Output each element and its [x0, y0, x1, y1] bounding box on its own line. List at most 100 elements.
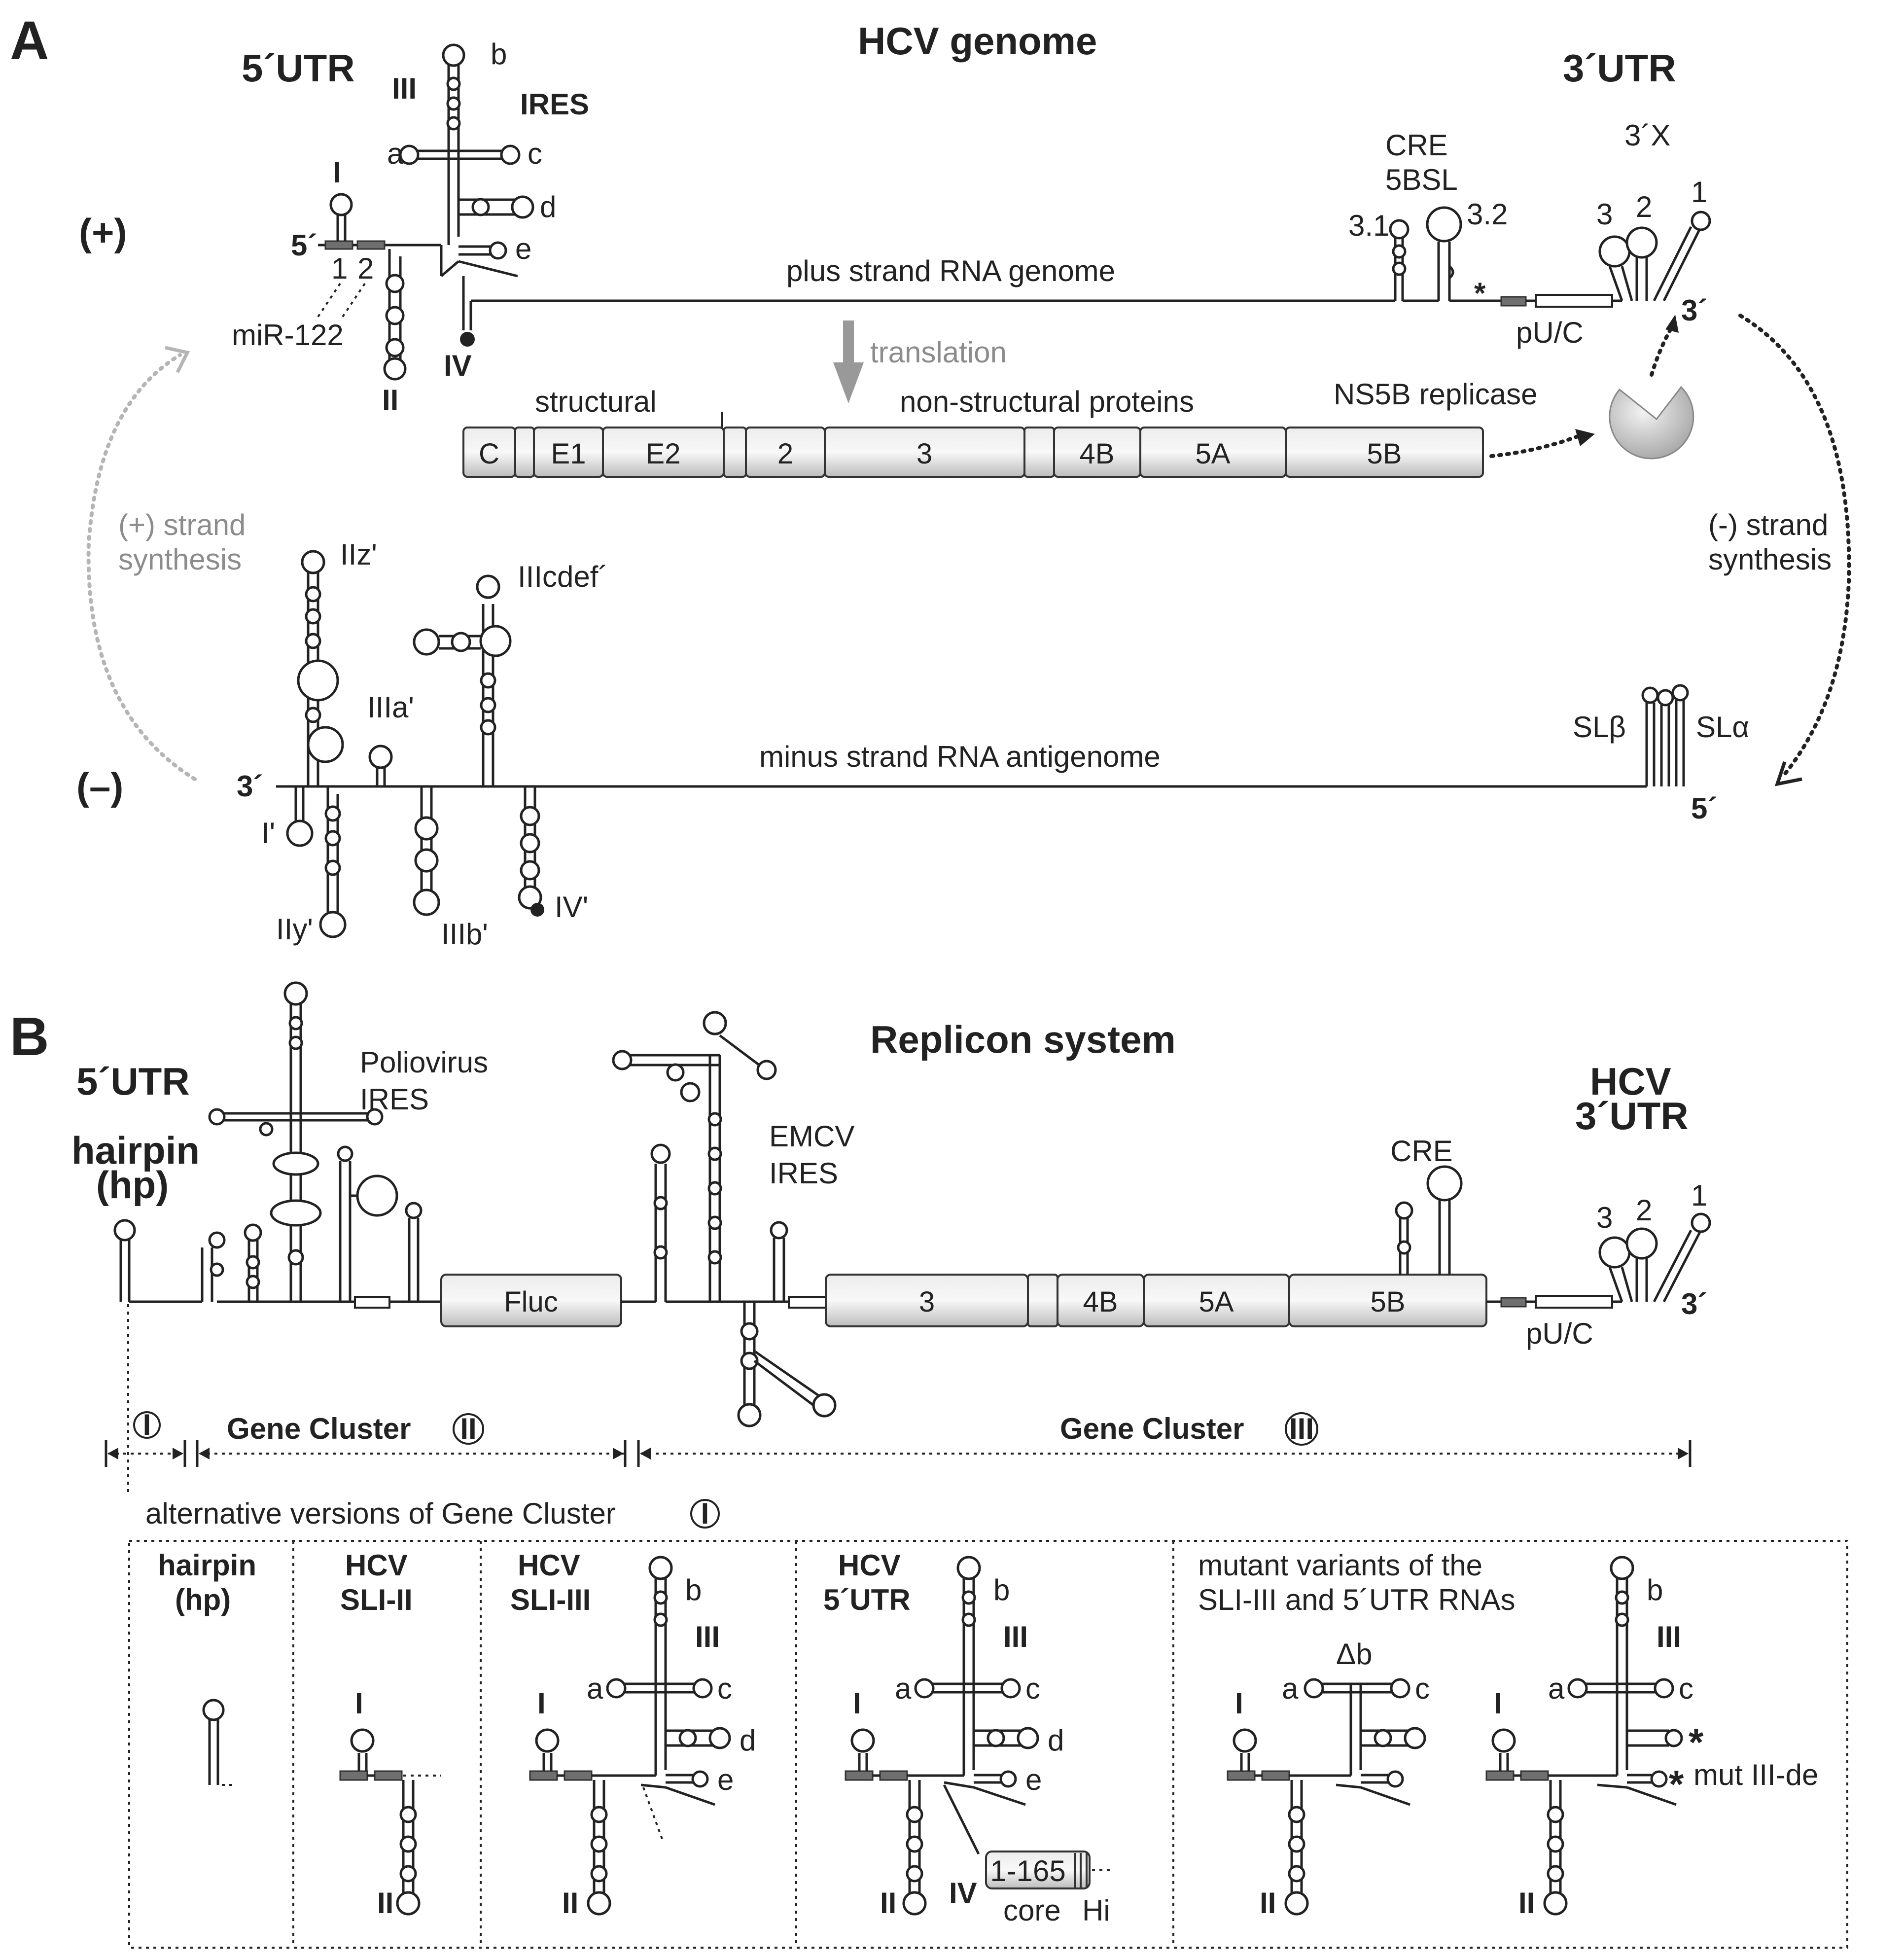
3x-sl1 — [1691, 211, 1711, 231]
b-hcv-label: HCV — [1590, 1060, 1671, 1103]
box-hp-line2: (hp) — [175, 1583, 231, 1616]
cluster-II-label: Gene Cluster — [227, 1412, 411, 1445]
IIy-label: IIy' — [276, 913, 313, 946]
alt-versions-label: alternative versions of Gene Cluster — [145, 1497, 616, 1530]
b-three-prime-label: 3´ — [1681, 1287, 1707, 1320]
I-prime-label: I' — [261, 817, 275, 850]
plus-synthesis-line1: (+) strand — [118, 508, 246, 541]
box-sl3-line2: SLI-III — [510, 1583, 591, 1616]
minus-five-prime-label: 5´ — [1691, 792, 1717, 825]
b-hairpin-line1: hairpin — [71, 1129, 200, 1172]
mutant-delta-b-structure — [1227, 1678, 1426, 1916]
protein-label-NS5B: 5B — [1367, 438, 1402, 470]
emcv-line1: EMCV — [769, 1120, 854, 1153]
emcv-line2: IRES — [769, 1157, 838, 1190]
sl3-label: 3 — [1596, 198, 1613, 231]
b-sl1 — [1691, 1212, 1711, 1233]
mutant-III-de-structure — [1485, 1556, 1683, 1916]
cre-label: CRE — [1385, 129, 1448, 162]
box-sl3-d: d — [740, 1724, 756, 1757]
IIIcdef-label: IIIcdef´ — [518, 560, 608, 593]
hi-label: Hi — [1082, 1894, 1110, 1927]
b-pU-C-tract — [1535, 1295, 1613, 1309]
protein-label-NS5A: 5A — [1196, 438, 1231, 470]
3x-label: 3´X — [1624, 119, 1670, 152]
panel-a-title: HCV genome — [858, 19, 1097, 63]
3x-sl2 — [1625, 226, 1658, 259]
box-sl2-structure — [339, 1728, 441, 1916]
box-hp-line1: hairpin — [158, 1549, 256, 1582]
b-sl2 — [1625, 1227, 1658, 1260]
stem-loop-IIIb-prime — [413, 889, 440, 916]
mut2-star-e: * — [1669, 1762, 1684, 1806]
minus-strand-sign: (–) — [76, 765, 123, 808]
box-sl3-b: b — [685, 1573, 702, 1606]
stem-loop-IIId — [511, 195, 534, 219]
plus-strand-sign: (+) — [79, 211, 127, 254]
b-utr3-label: 3´UTR — [1575, 1094, 1689, 1138]
mut-III-de-label: mut III-de — [1693, 1758, 1818, 1791]
mut2-I: I — [1494, 1687, 1502, 1720]
cre-star: * — [1474, 277, 1486, 310]
mut2-III: III — [1657, 1620, 1681, 1653]
mir122-site-1 — [324, 240, 353, 250]
box-utr-line1: HCV — [838, 1549, 901, 1582]
b-gene-label-5B: 5B — [1371, 1286, 1406, 1318]
three-prime-label: 3´ — [1681, 294, 1707, 327]
minus-synthesis-line2: synthesis — [1708, 543, 1832, 576]
sl-alpha-label: SLα — [1696, 711, 1749, 744]
cluster-I-numeral: I — [143, 1408, 151, 1441]
cluster-III-numeral: III — [1289, 1412, 1314, 1445]
utr3-label: 3´UTR — [1563, 46, 1676, 90]
b-gene-label-5A: 5A — [1199, 1286, 1234, 1318]
panel-b-letter: B — [10, 1006, 49, 1067]
emcv-ires-apex — [703, 1011, 727, 1035]
replicon-construct — [113, 981, 1711, 1427]
plus-synthesis-line2: synthesis — [118, 543, 242, 576]
stem-loop-IIIc — [500, 144, 521, 165]
sl1-label: 1 — [1691, 176, 1707, 209]
gene-cluster-brackets — [105, 1440, 1692, 1467]
stem-loop-IV-prime — [518, 885, 542, 910]
box-utr-a: a — [895, 1672, 912, 1705]
box-utr-d: d — [1048, 1724, 1064, 1757]
loop-d-label: d — [540, 190, 556, 223]
3x-sl3 — [1598, 235, 1631, 268]
box-sl3-structure — [529, 1556, 731, 1916]
box-utr-II: II — [880, 1887, 896, 1920]
IIz-label: IIz' — [340, 538, 377, 571]
box-utr-b: b — [993, 1573, 1010, 1606]
protein-label-C: C — [479, 438, 499, 470]
minus-synthesis-line1: (-) strand — [1708, 508, 1828, 541]
stem-loop-IIIa — [399, 144, 420, 165]
protein-label-E2: E2 — [646, 438, 681, 470]
b-puc-label: pU/C — [1526, 1317, 1593, 1350]
mut1-a: a — [1282, 1672, 1299, 1705]
stem-loop-IIIa-prime — [368, 745, 393, 769]
b-sl3-label: 3 — [1596, 1201, 1613, 1234]
b-sl1-label: 1 — [1691, 1179, 1707, 1212]
stem-loop-IIIcdef-prime — [476, 574, 500, 599]
alt-versions-box — [128, 1540, 1848, 1949]
stem-loop-IIy-prime — [319, 911, 347, 938]
protein-label-NS3: 3 — [917, 438, 932, 470]
IIIb-label: IIIb' — [441, 918, 488, 951]
box-utr-IV: IV — [949, 1877, 977, 1910]
mut2-b: b — [1647, 1573, 1663, 1606]
translation-arrow — [833, 320, 864, 403]
stem-II-label: II — [382, 384, 398, 417]
sl-beta-label: SLβ — [1573, 711, 1626, 744]
box-sl2-line2: SLI-II — [340, 1583, 413, 1616]
start-codon-dot — [460, 332, 475, 347]
site-1-label: 1 — [331, 252, 348, 285]
core-label: core — [1003, 1894, 1061, 1927]
polio-line1: Poliovirus — [360, 1046, 488, 1079]
stem-loop-IIz-prime — [301, 550, 325, 574]
box-utr-III: III — [1003, 1620, 1028, 1653]
sl-alpha-loop — [1671, 684, 1689, 702]
cluster-II-numeral: II — [460, 1412, 476, 1445]
alt-numeral: I — [701, 1497, 709, 1530]
b-gene-label-3: 3 — [919, 1286, 935, 1318]
plus-strand-rna: * — [318, 43, 1711, 381]
